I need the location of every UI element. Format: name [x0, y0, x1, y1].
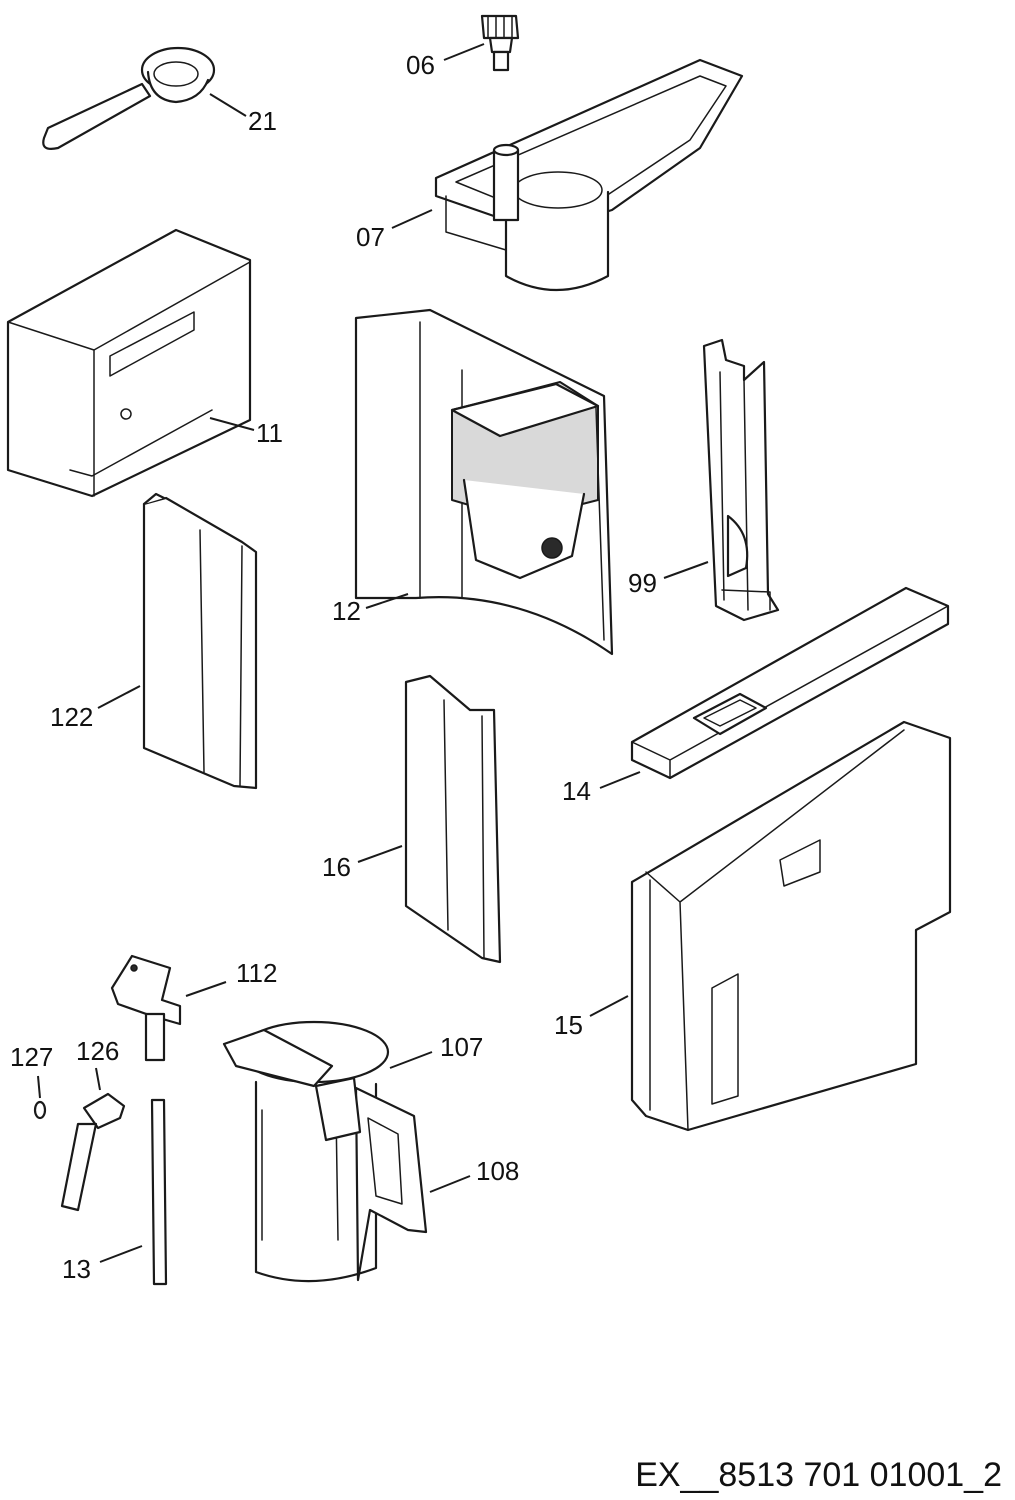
part-number-122: 122 [50, 702, 93, 732]
part-number-07: 07 [356, 222, 385, 252]
dispenser-housing-part [354, 308, 614, 656]
side-bracket-part [702, 338, 780, 622]
part-number-13: 13 [62, 1254, 91, 1284]
part-number-06: 06 [406, 50, 435, 80]
part-number-21: 21 [248, 106, 277, 136]
container-part [6, 228, 252, 498]
part-number-11: 11 [256, 418, 283, 448]
part-number-labels: 21 06 07 11 12 99 122 16 14 15 112 107 1… [10, 50, 657, 1284]
part-number-16: 16 [322, 852, 351, 882]
connector-part [60, 1092, 126, 1212]
front-panel-part [404, 674, 502, 964]
part-number-15: 15 [554, 1010, 583, 1040]
carafe-handle-part [314, 1076, 428, 1282]
leader-lines [37, 43, 709, 1263]
part-number-126: 126 [76, 1036, 119, 1066]
o-ring-part [33, 1100, 47, 1120]
part-number-108: 108 [476, 1156, 519, 1186]
knob-part [480, 14, 520, 72]
side-panel-part [142, 492, 258, 790]
part-number-107: 107 [440, 1032, 483, 1062]
hopper-funnel-part [434, 58, 744, 291]
valve-block-part [110, 954, 182, 1062]
water-tank-part [630, 720, 952, 1132]
drawing-code: EX__8513 701 01001_2 [635, 1456, 1002, 1494]
part-number-99: 99 [628, 568, 657, 598]
measuring-spoon-part [42, 46, 216, 150]
part-number-127: 127 [10, 1042, 53, 1072]
tube-part [150, 1098, 168, 1286]
drip-tray-cover-part [630, 586, 950, 780]
part-number-14: 14 [562, 776, 591, 806]
part-number-112: 112 [236, 958, 277, 988]
part-number-12: 12 [332, 596, 361, 626]
